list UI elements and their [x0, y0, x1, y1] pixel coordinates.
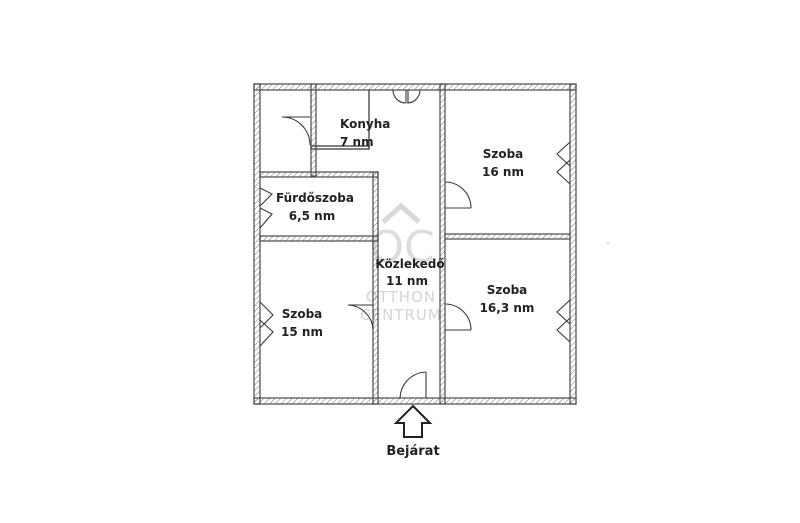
room-szoba-left: Szoba 15 nm — [281, 307, 323, 339]
room-name: Fürdőszoba — [276, 191, 354, 205]
watermark-monogram: OC — [369, 222, 434, 273]
room-area: 6,5 nm — [289, 209, 335, 223]
entrance-label: Bejárat — [386, 444, 439, 459]
room-area: 16 nm — [482, 165, 524, 179]
watermark-line1: OTTHON — [366, 288, 436, 306]
interior-walls — [259, 83, 571, 405]
room-name: Szoba — [483, 147, 524, 161]
room-szoba-top-right: Szoba 16 nm — [482, 147, 524, 179]
room-name: Közlekedő — [375, 257, 444, 271]
room-name: Szoba — [487, 283, 528, 297]
room-name: Szoba — [282, 307, 323, 321]
room-kozlekedo: Közlekedő 11 nm — [375, 257, 444, 288]
watermark: OC OTTHON CENTRUM — [360, 202, 442, 324]
doors — [259, 89, 571, 399]
room-name: Konyha — [340, 117, 390, 131]
room-area: 15 nm — [281, 325, 323, 339]
room-szoba-bottom-right: Szoba 16,3 nm — [480, 283, 535, 315]
arrow-up-icon — [393, 404, 433, 438]
room-area: 7 nm — [340, 135, 374, 149]
room-area: 16,3 nm — [480, 301, 535, 315]
watermark-line2: CENTRUM — [360, 306, 442, 324]
outer-walls — [253, 83, 577, 405]
room-konyha: Konyha 7 nm — [340, 117, 390, 149]
room-area: 11 nm — [386, 274, 428, 288]
room-furdoszoba: Fürdőszoba 6,5 nm — [276, 191, 354, 223]
